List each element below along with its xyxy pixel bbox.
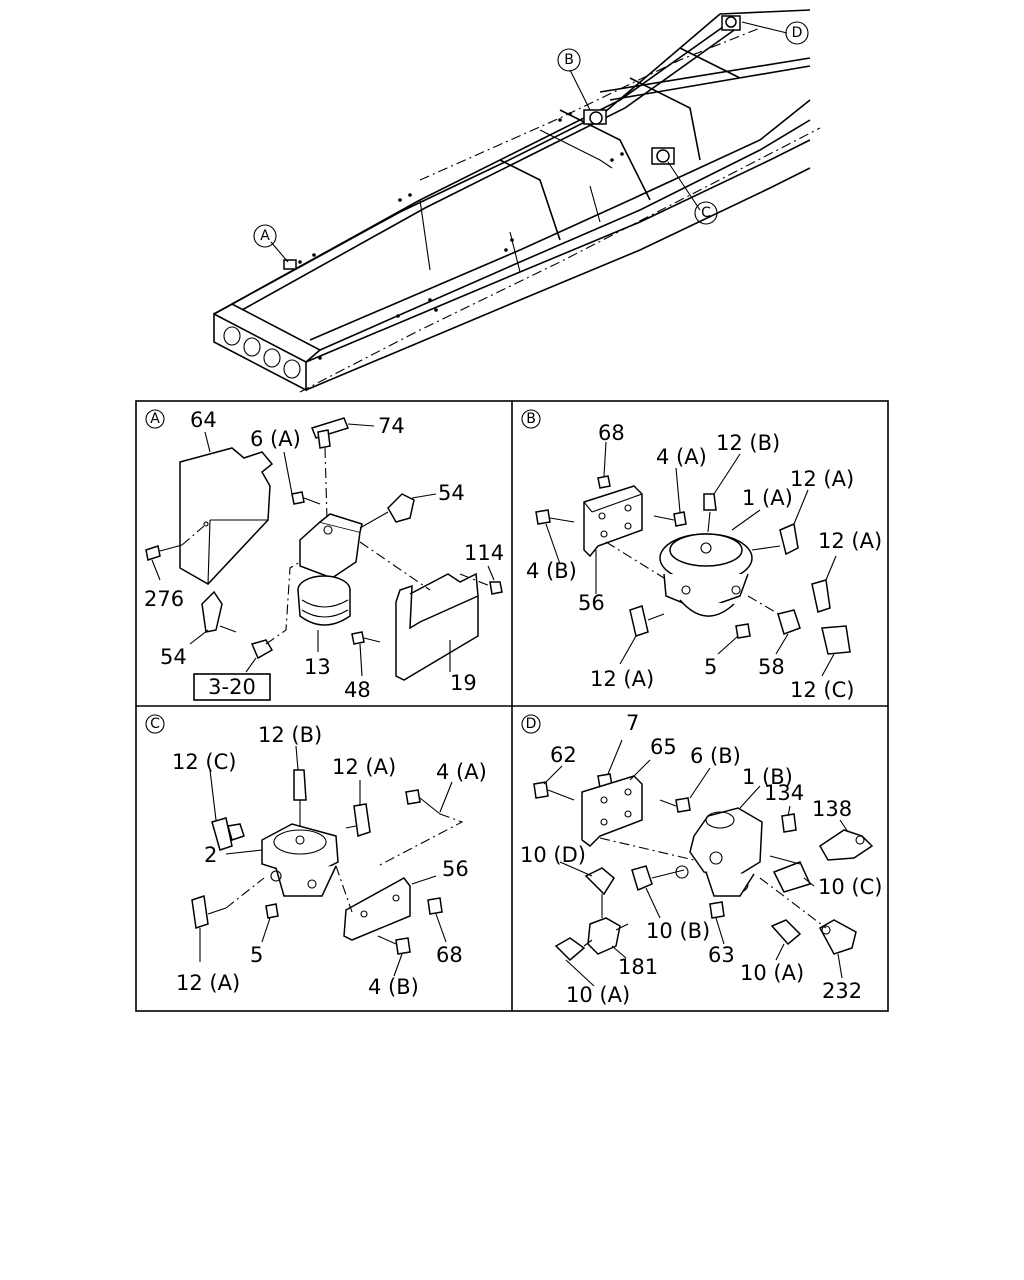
label-48: 48 [344,678,371,702]
label-12b: 12 (B) [258,723,322,747]
label-1a: 1 (A) [742,486,793,510]
label-138: 138 [812,797,852,821]
label-4a: 4 (A) [656,445,707,469]
ref-box-3-20 [193,673,271,701]
label-10c: 10 (C) [818,875,882,899]
panel-c-letter: C [150,716,160,732]
label-7: 7 [626,711,639,735]
label-68: 68 [436,943,463,967]
label-12a-bottom: 12 (A) [176,971,240,995]
svg-text:D: D [792,25,803,41]
label-4a: 4 (A) [436,760,487,784]
label-54-bottom: 54 [160,645,187,669]
panel-d-letter: D [526,716,537,732]
label-12b: 12 (B) [716,431,780,455]
svg-text:B: B [564,52,574,68]
overview-callout-a: A [253,224,277,248]
overview-callout-b: B [557,48,581,72]
label-2: 2 [204,843,217,867]
detail-grid [135,400,889,1012]
panel-b: B [521,409,882,702]
label-12a-right: 12 (A) [818,529,882,553]
label-64: 64 [190,408,217,432]
overview-callout-d: D [785,21,809,45]
label-56: 56 [578,591,605,615]
ref-box-label: 3-20 [208,675,256,699]
label-56: 56 [442,857,469,881]
label-10b: 10 (B) [646,919,710,943]
label-12a-bottom: 12 (A) [590,667,654,691]
label-12c: 12 (C) [790,678,854,702]
panel-a: A [144,408,504,702]
label-5: 5 [250,943,263,967]
label-10d: 10 (D) [520,843,586,867]
label-12a-top: 12 (A) [790,467,854,491]
chassis-frame-illustration [213,9,821,393]
label-19: 19 [450,671,477,695]
label-114: 114 [464,541,504,565]
label-6a: 6 (A) [250,427,301,451]
label-63: 63 [708,943,735,967]
label-62: 62 [550,743,577,767]
overview-callout-c: C [694,201,718,225]
label-12c: 12 (C) [172,750,236,774]
label-276: 276 [144,587,184,611]
label-1b: 1 (B) [742,765,793,789]
label-68: 68 [598,421,625,445]
label-10a-left: 10 (A) [566,983,630,1007]
label-134: 134 [764,781,804,805]
label-10a-right: 10 (A) [740,961,804,985]
label-5: 5 [704,655,717,679]
label-4b: 4 (B) [526,559,577,583]
label-181: 181 [618,955,658,979]
label-13: 13 [304,655,331,679]
panel-d: D [520,711,882,1007]
label-74: 74 [378,414,405,438]
label-232: 232 [822,979,862,1003]
label-65: 65 [650,735,677,759]
label-4b: 4 (B) [368,975,419,999]
panel-a-letter: A [150,411,160,427]
panel-c: C [145,714,487,999]
svg-text:C: C [701,205,711,221]
label-6b: 6 (B) [690,744,741,768]
label-54-top: 54 [438,481,465,505]
label-58: 58 [758,655,785,679]
panel-b-letter: B [526,411,536,427]
svg-text:A: A [260,228,270,244]
label-12a-top: 12 (A) [332,755,396,779]
